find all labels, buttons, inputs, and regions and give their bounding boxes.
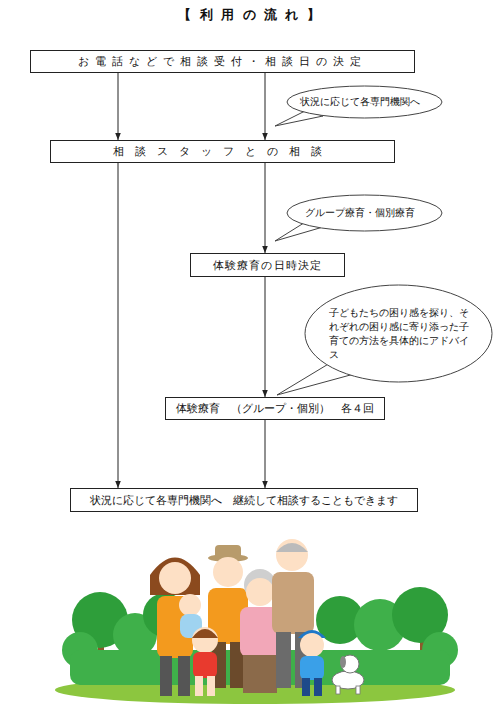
- box-label: 状況に応じて各専門機関へ 継続して相談することもできます: [90, 493, 398, 508]
- bubble-ellipse: [305, 285, 492, 382]
- dog-figure: [332, 655, 364, 694]
- bubble-ellipse: [287, 86, 442, 118]
- flow-arrow: [118, 163, 119, 488]
- box-label: お電話などで相談受付・相談日の決定: [78, 54, 368, 69]
- flow-arrow: [265, 420, 266, 488]
- box-label: 体験療育 （グループ・個別） 各４回: [176, 401, 374, 416]
- speech-bubble: 子どもたちの困り感を探り、それぞれの困り感に寄り添った子育ての方法を具体的にアド…: [305, 285, 492, 382]
- process-box: 体験療育の日時決定: [190, 253, 345, 277]
- speech-bubble: グループ療育・個別療育: [287, 195, 442, 231]
- box-label: 相談スタッフとの相談: [113, 144, 333, 159]
- speech-bubble: 状況に応じて各専門機関へ: [287, 86, 442, 118]
- girl-figure: [192, 627, 218, 696]
- boy-figure: [298, 630, 326, 696]
- flow-arrow: [118, 73, 119, 140]
- bubble-text: 子どもたちの困り感を探り、それぞれの困り感に寄り添った子育ての方法を具体的にアド…: [329, 306, 469, 362]
- process-box: 状況に応じて各専門機関へ 継続して相談することもできます: [70, 488, 418, 512]
- process-box: 体験療育 （グループ・個別） 各４回: [165, 397, 385, 420]
- flow-arrow: [265, 163, 266, 253]
- bubble-text: グループ療育・個別療育: [305, 206, 425, 220]
- box-label: 体験療育の日時決定: [213, 258, 322, 273]
- bubble-text: 状況に応じて各専門機関へ: [300, 95, 430, 109]
- flow-arrow: [265, 277, 266, 397]
- bubble-ellipse: [287, 195, 442, 231]
- flow-arrow: [265, 73, 266, 140]
- process-box: お電話などで相談受付・相談日の決定: [30, 50, 415, 73]
- diagram-title: 【 利 用 の 流 れ 】: [0, 6, 500, 24]
- bubble-outline: [305, 285, 492, 382]
- process-box: 相談スタッフとの相談: [50, 140, 395, 163]
